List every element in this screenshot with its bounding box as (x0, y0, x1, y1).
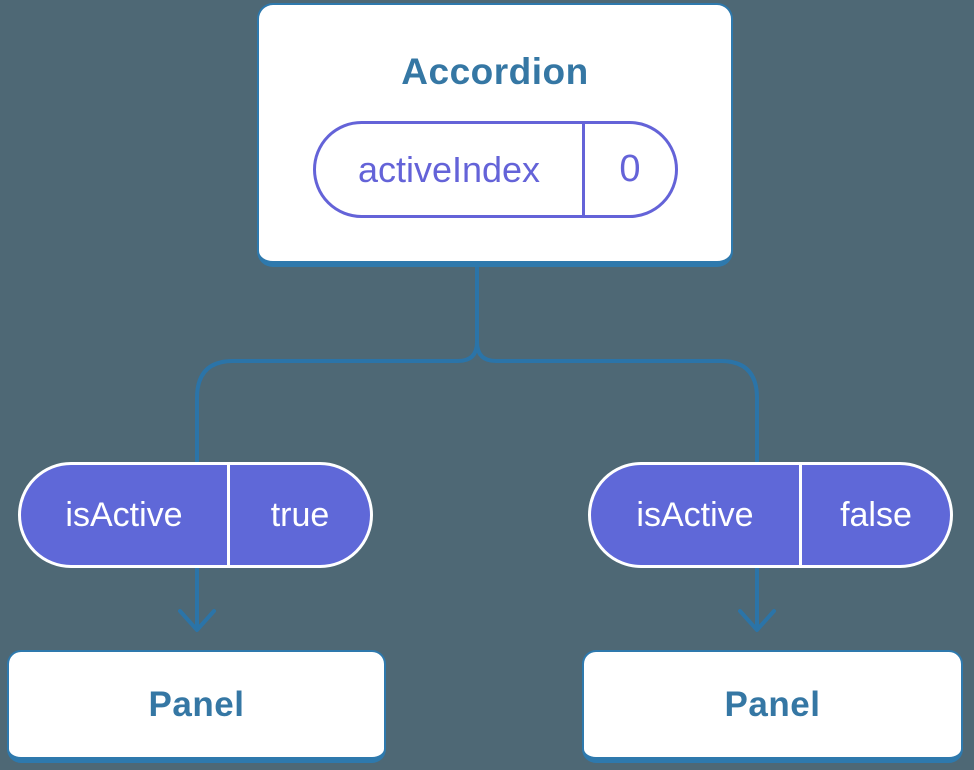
prop-name-left: isActive (65, 495, 183, 534)
panel-title-left: Panel (148, 684, 245, 724)
prop-value-right: false (840, 495, 912, 534)
state-pill-divider (582, 124, 585, 215)
accordion-title: Accordion (401, 51, 589, 92)
arrowhead-right-icon (738, 609, 776, 632)
connector-branch-right (475, 340, 759, 631)
panel-component-card-right: Panel (582, 650, 963, 763)
prop-value-left: true (270, 495, 330, 534)
state-pill: activeIndex 0 (313, 121, 678, 218)
panel-component-card-left: Panel (7, 650, 386, 763)
state-value: 0 (619, 148, 641, 190)
state-name: activeIndex (357, 148, 541, 190)
connector-branch-left (195, 260, 479, 631)
arrowhead-left-icon (178, 609, 216, 632)
prop-pill-divider-left (227, 465, 230, 565)
prop-pill-divider-right (799, 465, 802, 565)
accordion-component-card: Accordion activeIndex 0 (257, 3, 733, 267)
prop-pill-right: isActive false (588, 462, 953, 568)
panel-title-right: Panel (724, 684, 821, 724)
prop-pill-left: isActive true (18, 462, 373, 568)
prop-name-right: isActive (636, 495, 754, 534)
